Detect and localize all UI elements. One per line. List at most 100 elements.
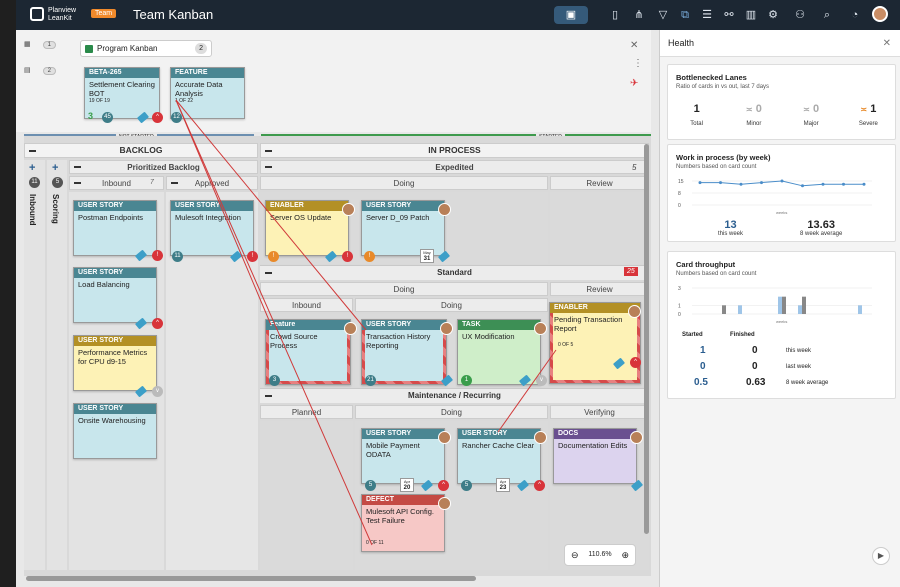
assignee-avatar[interactable] bbox=[344, 322, 357, 335]
planview-logo-icon[interactable] bbox=[30, 7, 44, 21]
notifications-icon[interactable]: ◔ bbox=[851, 9, 859, 21]
collapse-backlog-icon[interactable] bbox=[29, 150, 36, 152]
inbound-column-header[interactable]: Inbound bbox=[69, 176, 164, 190]
approved-column-header[interactable]: Approved bbox=[166, 176, 258, 190]
expedited-review-header[interactable]: Review bbox=[550, 176, 649, 190]
calendar-icon[interactable]: ▤ bbox=[24, 67, 31, 74]
assignee-avatar[interactable] bbox=[534, 322, 547, 335]
standard-inbound-header[interactable]: Inbound bbox=[260, 298, 353, 312]
card-postman-endpoints[interactable]: USER STORY Postman Endpoints bbox=[73, 200, 157, 256]
assignee-avatar[interactable] bbox=[342, 203, 355, 216]
add-inbound-icon[interactable]: + bbox=[29, 162, 36, 174]
card-mobile-payment[interactable]: USER STORY Mobile Payment ODATA bbox=[361, 428, 445, 484]
card-server-os-update[interactable]: ENABLER Server OS Update bbox=[265, 200, 349, 256]
team-tag[interactable]: Team bbox=[91, 9, 117, 18]
board-icon[interactable]: ▦ bbox=[24, 41, 31, 48]
collapse-card-icon[interactable]: ^ bbox=[630, 357, 641, 368]
prioritized-backlog-header[interactable]: Prioritized Backlog bbox=[69, 160, 258, 174]
assignee-avatar[interactable] bbox=[438, 203, 451, 216]
card-count-bubble[interactable]: 45 bbox=[102, 112, 113, 123]
card-pending-transaction-report[interactable]: ENABLER Pending Transaction Report 0 OF … bbox=[549, 302, 641, 384]
zoom-in-icon[interactable]: ⊕ bbox=[621, 550, 629, 560]
card-count-bubble[interactable]: 5 bbox=[461, 480, 472, 491]
collapse-standard-icon[interactable] bbox=[265, 272, 272, 274]
collapse-approved-icon[interactable] bbox=[171, 182, 178, 184]
priority-icon[interactable]: ! bbox=[364, 251, 375, 262]
standard-doing-sub-header[interactable]: Doing bbox=[355, 298, 548, 312]
expand-card-icon[interactable]: v bbox=[536, 375, 547, 386]
expedited-header[interactable]: Expedited bbox=[260, 160, 649, 174]
maintenance-doing-header[interactable]: Doing bbox=[355, 405, 548, 419]
card-mulesoft-integration[interactable]: USER STORY Mulesoft Integration bbox=[170, 200, 254, 256]
program-kanban-chip[interactable]: Program Kanban 2 bbox=[80, 40, 212, 57]
card-performance-metrics[interactable]: USER STORY Performance Metrics for CPU d… bbox=[73, 335, 157, 391]
search-icon[interactable]: ⌕ bbox=[823, 9, 831, 21]
collapse-expedited-icon[interactable] bbox=[265, 166, 272, 168]
assignee-avatar[interactable] bbox=[438, 497, 451, 510]
card-count-bubble[interactable]: 1 bbox=[461, 375, 472, 386]
user-avatar[interactable] bbox=[872, 6, 888, 22]
priority-icon[interactable]: ! bbox=[268, 251, 279, 262]
card-count-bubble[interactable]: 11 bbox=[172, 251, 183, 262]
connections-icon[interactable]: ⧉ bbox=[681, 9, 689, 21]
card-count-bubble[interactable]: 12 bbox=[171, 112, 182, 123]
card-server-d09-patch[interactable]: USER STORY Server D_09 Patch bbox=[361, 200, 445, 256]
top-card-feature[interactable]: FEATURE Accurate Data Analysis 1 OF 22 bbox=[170, 67, 245, 119]
vertical-scrollbar[interactable] bbox=[644, 144, 649, 534]
maintenance-header[interactable]: Maintenance / Recurring bbox=[260, 388, 649, 403]
card-stack-icon[interactable]: ▯ bbox=[611, 9, 619, 21]
card-onsite-warehousing[interactable]: USER STORY Onsite Warehousing bbox=[73, 403, 157, 459]
collapse-maintenance-icon[interactable] bbox=[265, 395, 272, 397]
card-rancher-cache-clear[interactable]: USER STORY Rancher Cache Clear bbox=[457, 428, 541, 484]
horizontal-scrollbar[interactable] bbox=[26, 576, 476, 581]
assignee-avatar[interactable] bbox=[534, 431, 547, 444]
board-title[interactable]: Team Kanban bbox=[133, 7, 214, 22]
collapse-card-icon[interactable]: ^ bbox=[438, 480, 449, 491]
card-count-bubble[interactable]: 3 bbox=[269, 375, 280, 386]
row2-count-pill[interactable]: 2 bbox=[42, 67, 56, 75]
planned-header[interactable]: Planned bbox=[260, 405, 353, 419]
filter-icon[interactable]: ▽ bbox=[658, 9, 668, 21]
card-count-bubble[interactable]: 5 bbox=[365, 480, 376, 491]
pin-icon[interactable]: ✈ bbox=[630, 78, 639, 89]
list-view-icon[interactable]: ☰ bbox=[702, 9, 712, 21]
collapse-prioritized-icon[interactable] bbox=[74, 166, 81, 168]
card-transaction-history[interactable]: USER STORY Transaction History Reporting bbox=[361, 319, 447, 385]
collapse-inbound-icon[interactable] bbox=[74, 182, 81, 184]
card-crowd-source-process[interactable]: Feature Crowd Source Process bbox=[265, 319, 351, 385]
help-widget-icon[interactable]: ▶ bbox=[872, 547, 890, 565]
standard-header[interactable]: Standard bbox=[260, 265, 649, 280]
expand-card-icon[interactable]: v bbox=[152, 386, 163, 397]
assignee-avatar[interactable] bbox=[630, 431, 643, 444]
collapse-card-icon[interactable]: ^ bbox=[152, 318, 163, 329]
standard-doing-header[interactable]: Doing bbox=[260, 282, 548, 296]
expedited-doing-header[interactable]: Doing bbox=[260, 176, 548, 190]
card-count-bubble[interactable]: 21 bbox=[365, 375, 376, 386]
row1-count-pill[interactable]: 1 bbox=[42, 41, 56, 49]
board-view-button[interactable]: ▣ bbox=[554, 6, 588, 24]
top-card-beta265[interactable]: BETA-265 Settlement Clearing BOT 19 OF 1… bbox=[84, 67, 160, 119]
card-documentation-edits[interactable]: DOCS Documentation Edits bbox=[553, 428, 637, 484]
add-scoring-icon[interactable]: + bbox=[52, 162, 59, 174]
close-panel-icon[interactable]: ✕ bbox=[882, 38, 891, 49]
timeline-icon[interactable]: ⚯ bbox=[724, 9, 734, 21]
blocked-icon[interactable]: ! bbox=[342, 251, 353, 262]
assignee-avatar[interactable] bbox=[438, 431, 451, 444]
blocked-icon[interactable]: ! bbox=[247, 251, 258, 262]
blocked-icon[interactable]: ^ bbox=[152, 112, 163, 123]
card-mulesoft-api-defect[interactable]: DEFECT Mulesoft API Config. Test Failure… bbox=[361, 494, 445, 552]
more-options-icon[interactable]: ⋮ bbox=[633, 58, 643, 69]
collapse-card-icon[interactable]: ^ bbox=[534, 480, 545, 491]
add-user-icon[interactable]: ⚇ bbox=[795, 9, 805, 21]
hierarchy-icon[interactable]: ⋔ bbox=[634, 9, 644, 21]
zoom-out-icon[interactable]: ⊖ bbox=[571, 550, 579, 560]
assignee-avatar[interactable] bbox=[628, 305, 641, 318]
assignee-avatar[interactable] bbox=[440, 322, 453, 335]
card-load-balancing[interactable]: USER STORY Load Balancing bbox=[73, 267, 157, 323]
close-icon[interactable]: ✕ bbox=[630, 40, 639, 51]
blocked-icon[interactable]: ! bbox=[152, 250, 163, 261]
card-ux-modification[interactable]: TASK UX Modification bbox=[457, 319, 541, 385]
collapse-in-process-icon[interactable] bbox=[265, 150, 272, 152]
settings-gear-icon[interactable]: ⚙ bbox=[768, 9, 778, 21]
analytics-icon[interactable]: ▥ bbox=[745, 9, 757, 21]
